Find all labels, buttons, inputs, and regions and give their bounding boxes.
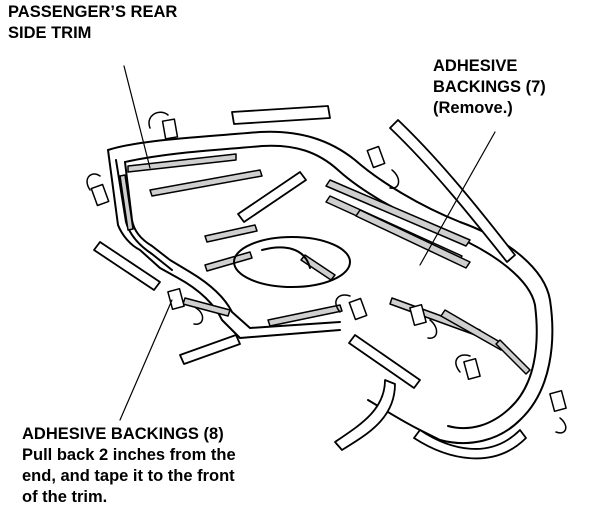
adhesive-backings-7-label: ADHESIVE BACKINGS (7) (Remove.) (433, 56, 546, 119)
tape-tab-5 (348, 297, 368, 321)
rear-side-trim-inner (124, 161, 341, 329)
label-line: of the trim. (22, 488, 108, 506)
tape-tab-6 (409, 304, 427, 326)
strip-right-end (495, 339, 531, 375)
strip-top-left (127, 153, 237, 173)
center-oval-arc (261, 246, 311, 269)
label-line: Pull back 2 inches from the (22, 446, 236, 464)
curl-arrow-4 (193, 307, 204, 325)
curl-arrow-6 (427, 319, 438, 339)
tape-tab-4 (167, 288, 185, 310)
strip-center-1 (204, 251, 253, 272)
strip-mid-2 (204, 224, 258, 243)
strip-bottom-mid (267, 304, 343, 327)
tape-tab-1 (161, 118, 179, 140)
tape-tab-2 (90, 183, 110, 207)
backing-long-right (389, 119, 516, 263)
backing-left-1 (93, 241, 161, 291)
rear-side-trim-edge (115, 159, 173, 271)
curl-arrow-2 (86, 173, 101, 191)
label-line: ADHESIVE (433, 57, 518, 75)
curl-arrow-5 (335, 294, 351, 313)
tape-tab-3 (366, 145, 386, 169)
strip-mid-1 (149, 169, 263, 197)
curl-arrow-3 (389, 169, 400, 189)
tape-tab-7 (463, 358, 481, 380)
backing-right-curve (413, 429, 527, 460)
label-line: PASSENGER’S REAR (8, 3, 178, 21)
strip-right-3 (355, 209, 471, 269)
leader-passenger-trim (123, 65, 151, 169)
backing-mid-right (237, 171, 307, 223)
tape-tab-8 (549, 390, 567, 412)
label-line: SIDE TRIM (8, 24, 92, 42)
center-oval (233, 236, 351, 288)
trim-outer-outline (107, 130, 554, 444)
leader-backings-7 (419, 131, 496, 266)
strip-bottom-left (182, 297, 231, 317)
label-line: ADHESIVE BACKINGS (8) (22, 425, 224, 443)
curl-arrow-8 (555, 417, 567, 434)
backing-bottom-right (348, 334, 421, 389)
backing-lower-curve (334, 379, 396, 451)
leader-backings-8 (119, 299, 173, 421)
label-line: end, and tape it to the front (22, 467, 235, 485)
label-line: (Remove.) (433, 99, 513, 117)
backing-bottom-left (179, 334, 241, 365)
backing-top (231, 105, 331, 125)
curl-arrow-1 (148, 111, 169, 129)
label-line: BACKINGS (7) (433, 78, 546, 96)
passenger-rear-side-trim-label: PASSENGER’S REAR SIDE TRIM (8, 2, 177, 44)
strip-left-vert (119, 174, 134, 231)
adhesive-backings-8-label: ADHESIVE BACKINGS (8) Pull back 2 inches… (22, 424, 236, 508)
strip-right-1 (325, 179, 471, 247)
curl-arrow-7 (455, 354, 471, 373)
